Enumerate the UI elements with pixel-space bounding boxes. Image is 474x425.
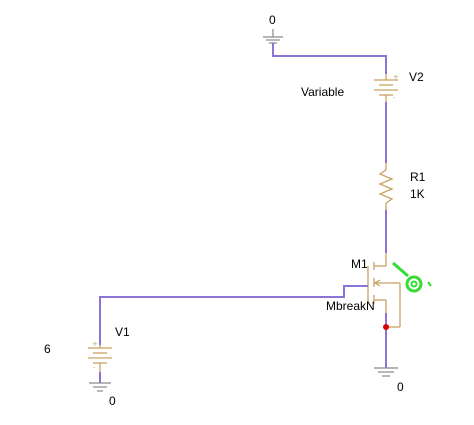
- ground-symbol-top[interactable]: [263, 29, 283, 44]
- ground-symbol-v1[interactable]: [89, 382, 111, 392]
- ground-symbol-m1[interactable]: [374, 367, 398, 377]
- v2-value-label: Variable: [301, 85, 344, 99]
- m1-name-label: M1: [351, 257, 368, 271]
- svg-text:+: +: [393, 73, 399, 81]
- v2-source[interactable]: + -: [374, 73, 399, 102]
- r1-name-label: R1: [410, 170, 426, 184]
- v2-name-label: V2: [409, 70, 424, 84]
- m1-model-label: MbreakN: [326, 299, 375, 313]
- v1-source[interactable]: + -: [88, 340, 112, 372]
- r1-value-label: 1K: [410, 187, 425, 201]
- wire-ground-to-v2[interactable]: [272, 43, 387, 74]
- ground-v1-label: 0: [109, 394, 116, 408]
- svg-text:-: -: [93, 364, 96, 372]
- v1-name-label: V1: [115, 325, 130, 339]
- ground-top-label: 0: [269, 13, 276, 27]
- wire-v1-to-gate[interactable]: [99, 285, 368, 335]
- v1-value-label: 6: [44, 342, 51, 356]
- svg-text:-: -: [393, 94, 396, 102]
- r1-resistor[interactable]: [378, 163, 394, 210]
- ground-m1-label: 0: [397, 380, 404, 394]
- svg-text:+: +: [92, 340, 98, 348]
- node-dot: [383, 324, 389, 330]
- voltage-probe-icon[interactable]: [392, 261, 432, 293]
